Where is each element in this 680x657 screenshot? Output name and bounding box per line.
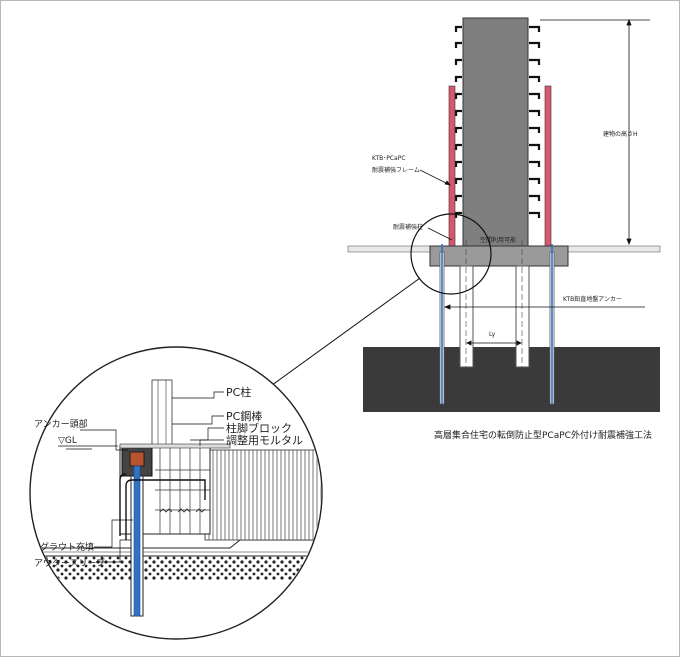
detail-bottom-leaders	[94, 519, 133, 563]
pile-centerlines	[465, 240, 523, 372]
gl-label: ▽GL	[58, 436, 77, 446]
frame-label-line2: 耐震補強フレーム	[372, 166, 420, 174]
detail-callout-circle	[410, 213, 492, 295]
detail-left-leaders	[58, 429, 128, 451]
pc-column-label: PC柱	[226, 385, 251, 399]
adjust-mortar-label: 調整用モルタル	[226, 433, 303, 447]
frame-label-line1: KTB･PCaPC	[372, 155, 406, 162]
grout-label: グラウト充填	[40, 541, 94, 553]
caption: 高層集合住宅の転倒防止型PCaPC外付け耐震補強工法	[434, 429, 652, 441]
pc-bar-label: PC鋼棒	[226, 409, 262, 423]
footing	[429, 245, 569, 267]
space-usable-label: 空間利用可能	[480, 236, 516, 244]
seismic-column-label: 耐震補強柱	[393, 223, 423, 231]
span-label: Ly	[489, 331, 496, 338]
anchor-label: KTB鉛直地盤アンカー	[563, 295, 622, 303]
detail-view	[29, 346, 323, 640]
building-height-label: 建物の高さH	[603, 130, 638, 138]
span-dimension	[466, 340, 522, 346]
detail-right-leaders	[172, 391, 224, 446]
ground-anchors	[439, 244, 555, 405]
detail-connector-line	[267, 277, 421, 389]
frame-leader	[419, 169, 451, 186]
seismic-column-leader	[427, 227, 453, 241]
anchor-leader	[443, 304, 645, 310]
pedestal-block-label: 柱脚ブロック	[226, 421, 292, 435]
outer-sleeve-label: アウタースリーブ	[34, 557, 105, 569]
building-core	[462, 17, 529, 247]
floor-beams	[454, 25, 541, 218]
height-dimension	[540, 18, 650, 246]
ground-layer	[363, 347, 660, 412]
anchor-head-label: アンカー頭部	[34, 418, 88, 430]
